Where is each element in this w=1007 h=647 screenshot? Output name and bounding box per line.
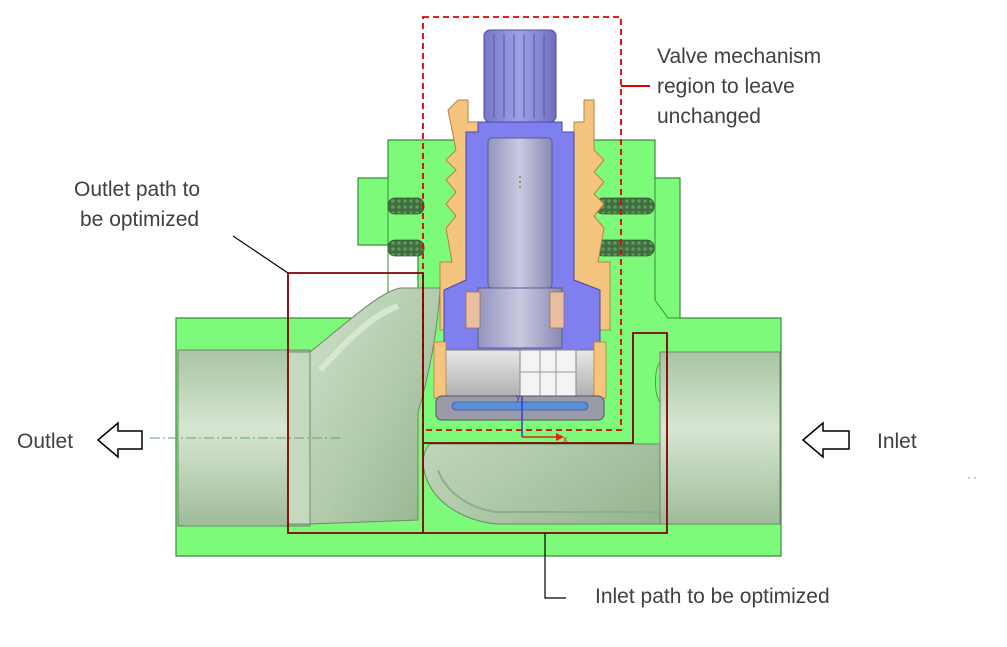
inlet-path-label: Inlet path to be optimized <box>595 585 830 608</box>
valve-region-label-line1: Valve mechanism <box>657 45 821 68</box>
o-ring <box>451 401 589 411</box>
spindle-lower <box>477 287 563 349</box>
bonnet-threads <box>387 197 655 257</box>
inlet-path-leader <box>544 533 566 599</box>
outlet-path-label-line2: be optimized <box>80 208 199 231</box>
axis-y-label: y <box>516 392 521 402</box>
seal-insert-right <box>549 291 565 329</box>
orange-ring-right <box>593 341 607 399</box>
spindle-shaft <box>487 137 553 289</box>
body-shoulder-right <box>654 178 680 319</box>
inlet-pipe-bore <box>659 351 781 525</box>
spindle-knurled-top <box>483 29 557 123</box>
seat-disc <box>519 349 577 397</box>
orange-ring-left <box>433 341 447 399</box>
outlet-passage <box>177 287 441 527</box>
inlet-path-boundary <box>423 332 668 534</box>
outlet-arrow-icon <box>96 421 143 459</box>
inlet-label: Inlet <box>877 430 917 453</box>
valve-region-box <box>422 16 622 431</box>
axis-x-arrowhead <box>556 433 564 441</box>
inlet-elbow <box>422 362 661 525</box>
thread-right-lower <box>595 239 655 257</box>
valve-region-label-line3: unchanged <box>657 105 761 128</box>
inlet-passage <box>422 351 781 525</box>
valve-mechanism: x y <box>433 29 611 444</box>
outlet-label: Outlet <box>17 430 73 453</box>
valve-region-label-line2: region to leave <box>657 75 795 98</box>
outlet-path-leader <box>232 235 289 274</box>
inlet-port-step <box>655 361 661 403</box>
thread-left-lower <box>387 239 425 257</box>
outlet-elbow-highlight <box>317 303 400 373</box>
seal-insert-left <box>465 291 481 329</box>
thread-right-upper <box>595 197 655 215</box>
axis-x-label: x <box>563 434 568 444</box>
inlet-arrow-icon <box>801 421 850 459</box>
outlet-path-label-line1: Outlet path to <box>74 178 200 201</box>
inlet-elbow-shade <box>437 469 660 513</box>
spindle-grooves <box>493 34 545 118</box>
thread-left-upper <box>387 197 425 215</box>
